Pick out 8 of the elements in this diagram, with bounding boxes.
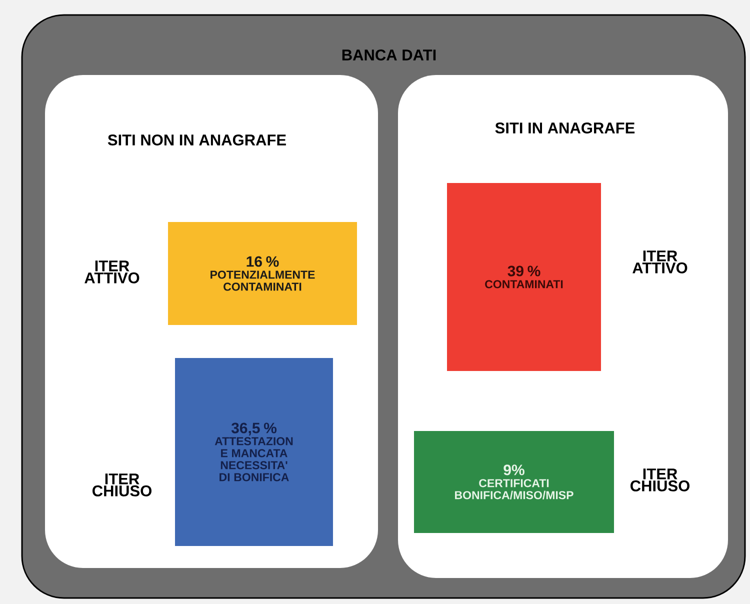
phase-label: ITER CHIUSO bbox=[630, 468, 690, 492]
percentage-box: 36,5 % ATTESTAZION E MANCATA NECESSITA' DI BONIFICA bbox=[175, 358, 333, 546]
phase-label: ITER ATTIVO bbox=[84, 260, 140, 284]
percentage-box: 9% CERTIFICATI BONIFICA/MISO/MISP bbox=[414, 430, 614, 533]
percentage-box: 39 % CONTAMINATI bbox=[447, 183, 601, 371]
phase-label: ITER ATTIVO bbox=[632, 250, 688, 274]
percentage-box: 16 % POTENZIALMENTE CONTAMINATI bbox=[168, 222, 357, 325]
phase-label: ITER CHIUSO bbox=[92, 474, 152, 496]
